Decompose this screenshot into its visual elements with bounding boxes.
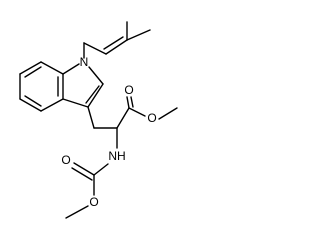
bond-double-prenyl-inner: [103, 36, 124, 50]
bond-c2-c3: [87, 83, 104, 108]
bond-c-o-double-b: [71, 167, 93, 181]
side-chain: [87, 96, 178, 149]
atom-ester-o: O: [147, 111, 156, 125]
atom-carbamate-o: O: [89, 195, 98, 209]
molecule-drawing: N O O NH O O: [19, 21, 178, 219]
bond-c7a-c7: [40, 61, 64, 75]
bond-methyl-top: [126, 29, 151, 41]
bond-c7-c6: [19, 61, 42, 75]
bond-nh-c: [93, 163, 109, 176]
bond-c5-c4: [19, 98, 42, 112]
prenyl-group: [83, 21, 151, 59]
bond-ester-o-methyl: [158, 107, 178, 120]
bond-carbonyl-o-double-a: [126, 96, 130, 109]
structure-canvas: N O O NH O O: [19, 21, 178, 219]
indole-ring: [19, 61, 104, 112]
bond-n-c2: [88, 66, 104, 85]
atom-indole-n: N: [80, 55, 89, 69]
carbamate-group: [65, 162, 109, 219]
atom-ester-carbonyl-o: O: [124, 83, 133, 97]
bond-c7a-n: [62, 63, 80, 75]
bond-prenyl-ch2: [83, 42, 107, 55]
bond-c5-c4-inner: [24, 95, 42, 107]
bond-o-methyl: [65, 205, 89, 219]
bond-c-o-double-a: [73, 162, 95, 176]
bond-c3-ch2: [87, 106, 95, 129]
bond-c7-c6-inner: [24, 66, 42, 78]
atom-carbamate-carbonyl-o: O: [61, 153, 70, 167]
bond-c2-c3-inner: [85, 85, 100, 104]
bond-c3-c3a: [62, 98, 89, 108]
atom-labels: N O O NH O O: [61, 55, 156, 209]
bond-carbonyl-o-double-b: [130, 96, 134, 108]
bond-c4-c3a: [40, 98, 64, 112]
bond-carbonyl-ester-o: [128, 107, 146, 117]
bond-alpha-carbonyl: [116, 107, 130, 129]
bond-double-prenyl: [105, 39, 128, 55]
atom-carbamate-nh: NH: [108, 149, 125, 163]
